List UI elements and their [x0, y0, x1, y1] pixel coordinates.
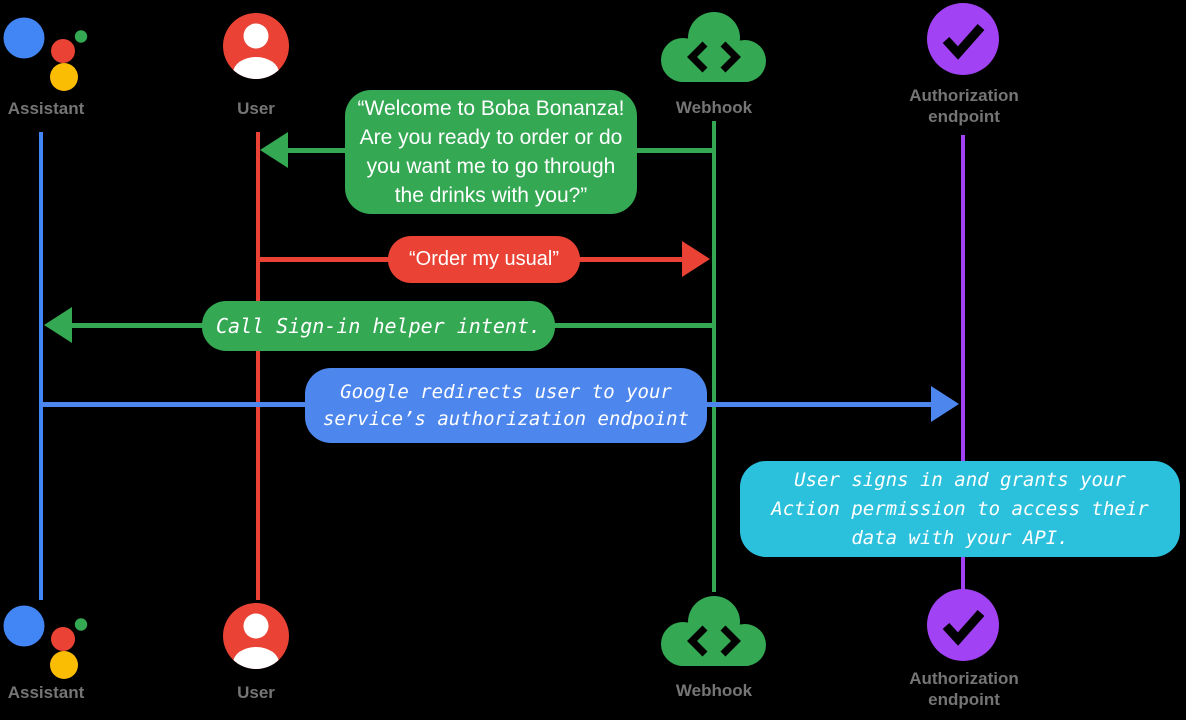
assistant-logo-icon [3, 605, 88, 679]
code-brackets-icon [687, 625, 741, 657]
code-brackets-icon [687, 41, 741, 73]
user-icon [223, 13, 289, 79]
webhook-cloud-icon [661, 12, 766, 82]
webhook-label-bottom: Webhook [675, 681, 753, 700]
authorization-check-icon [927, 3, 999, 75]
authorization-check-icon [927, 589, 999, 661]
message-bubble-signin-helper: Call Sign-in helper intent. [202, 301, 555, 351]
arrowhead-right-icon [682, 241, 710, 277]
authorization-label-top: Authorization endpoint [909, 86, 1019, 126]
webhook-lifeline [712, 121, 716, 592]
message-bubble-redirect: Google redirects user to your service’s … [305, 368, 707, 443]
arrowhead-left-icon [44, 307, 72, 343]
authorization-lifeline [961, 135, 965, 590]
webhook-cloud-icon [661, 596, 766, 666]
user-label-bottom: User [237, 683, 275, 702]
webhook-label-top: Webhook [675, 98, 753, 117]
message-bubble-user-grants: User signs in and grants your Action per… [740, 461, 1180, 557]
message-bubble-welcome: “Welcome to Boba Bonanza! Are you ready … [345, 90, 637, 214]
assistant-label-bottom: Assistant [7, 683, 85, 702]
message-bubble-order: “Order my usual” [388, 236, 580, 283]
user-label-top: User [237, 99, 275, 118]
checkmark-icon [942, 610, 985, 646]
authorization-label-bottom: Authorization endpoint [909, 669, 1019, 709]
assistant-label-top: Assistant [7, 99, 85, 118]
assistant-logo-icon [3, 17, 88, 91]
user-lifeline [256, 132, 260, 600]
checkmark-icon [942, 24, 985, 60]
assistant-lifeline [39, 132, 43, 600]
user-icon [223, 603, 289, 669]
arrowhead-left-icon [260, 132, 288, 168]
arrowhead-right-icon [931, 386, 959, 422]
